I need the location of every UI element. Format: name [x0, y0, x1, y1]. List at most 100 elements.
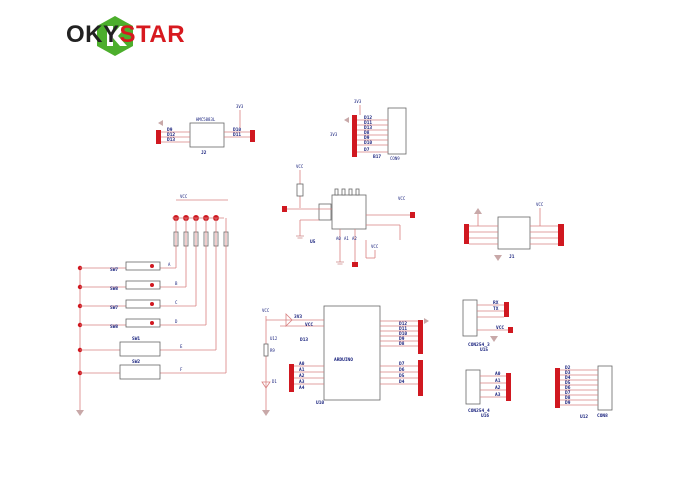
switch-1-ref: SW7 — [110, 267, 118, 273]
j2-part-label: HMC5883L — [196, 117, 216, 122]
okystar-logo — [97, 16, 133, 56]
u5-vcc-bottom: VCC — [371, 244, 379, 249]
con9-pin-d12: D12 — [364, 115, 372, 121]
arduino-pin-d5: D5 — [399, 373, 405, 379]
compass-module-j2: HMC5883L J2 D9 D12 D13 D10 D11 3V3 — [156, 104, 255, 156]
switch-net-f: F — [180, 367, 183, 372]
arduino-part-label: ARDUINO — [334, 357, 353, 363]
j1-ref-label: J1 — [509, 254, 515, 260]
con3-pin-tx: TX — [493, 306, 499, 312]
connector-j1: VCC J1 — [464, 202, 564, 261]
arduino-pin-d7: D7 — [399, 361, 405, 367]
arduino-pin-a4: A4 — [299, 385, 305, 391]
connector-con8: D2 D3 D4 D5 D6 D7 D8 D9 U12 CON8 — [555, 365, 613, 420]
arduino-pin-d4: D4 — [399, 379, 405, 385]
con4-pin-a2: A2 — [495, 385, 501, 391]
con8-pin-d9: D9 — [565, 400, 571, 406]
con3-pin-vcc: VCC — [496, 325, 504, 331]
j2-pin-d12: D12 — [167, 132, 175, 138]
con9-pin-d9: D9 — [364, 135, 370, 141]
arduino-pin-d13: D13 — [300, 337, 308, 343]
arduino-pin-a3: A3 — [299, 379, 305, 385]
con8-ref-label: U12 — [580, 414, 588, 420]
u5-pin-a2: A2 — [352, 236, 357, 241]
con8-pin-d8: D8 — [565, 395, 571, 401]
switch-5-ref: SW1 — [132, 336, 140, 342]
j2-pin-d10: D10 — [233, 127, 241, 133]
arduino-vcc-label: VCC — [262, 308, 270, 313]
con9-pin-d13: D13 — [364, 125, 372, 131]
arduino-pin-a0: A0 — [299, 361, 305, 367]
switch-net-a: A — [168, 262, 171, 267]
u5-power-label: VCC — [296, 164, 304, 169]
con8-pin-d4: D4 — [565, 375, 571, 381]
u12-ref: U12 — [270, 336, 278, 341]
brand-name-star: STAR — [119, 21, 186, 48]
con8-pin-d2: D2 — [565, 365, 571, 371]
logo-mark-icon — [97, 16, 133, 56]
arduino-pin-3v3: 3V3 — [294, 314, 302, 320]
u5-vcc-right: VCC — [398, 196, 406, 201]
connector-con254-4: A0 A1 A2 A3 CON254_4 U16 — [465, 369, 511, 419]
con8-pin-d6: D6 — [565, 385, 571, 391]
con9-conn-label: CON9 — [390, 156, 400, 161]
j2-ref-label: J2 — [201, 150, 207, 156]
resistor-ref: R9 — [270, 348, 275, 353]
arduino-board: ARDUINO U10 VCC 3V3 VCC D13 U12 R9 D1 A0… — [261, 305, 429, 416]
switch-3-ref: SW7 — [110, 305, 118, 311]
arduino-vcc-pin: VCC — [305, 322, 313, 328]
j1-power-label: VCC — [536, 202, 544, 207]
switch-4-ref: SW8 — [110, 324, 118, 330]
arduino-pin-d11: D11 — [399, 326, 407, 332]
switch-net-b: B — [175, 281, 178, 286]
switch-net-c: C — [175, 300, 178, 305]
arduino-pin-d9: D9 — [399, 336, 405, 342]
con3-pin-rx: RX — [493, 300, 499, 306]
arduino-pin-d8: D8 — [399, 341, 405, 347]
j2-pin-d11: D11 — [233, 132, 241, 138]
switch-2-ref: SW8 — [110, 286, 118, 292]
j2-pin-d13: D13 — [167, 137, 175, 143]
con9-pin-d7: D7 — [364, 147, 370, 153]
con3-conn-label: CON254_3 — [468, 342, 490, 348]
con9-ref-label: B17 — [373, 154, 381, 160]
switch-6-ref: SW2 — [132, 359, 140, 365]
con8-pin-d5: D5 — [565, 380, 571, 386]
u5-pin-a0: A0 — [336, 236, 341, 241]
j2-power-label: 3V3 — [236, 104, 244, 109]
switch-matrix: VCC SW7 — [76, 194, 229, 416]
con9-pin-d11: D11 — [364, 120, 372, 126]
con4-ref-label: U16 — [481, 413, 489, 419]
u5-ref-label: U5 — [310, 239, 316, 245]
switch-net-d: D — [175, 319, 178, 324]
sensor-chip-u5: VCC VCC VCC U5 A0 A1 A2 — [282, 164, 415, 267]
con9-pin-d8: D8 — [364, 130, 370, 136]
arduino-pin-d12: D12 — [399, 321, 407, 327]
j2-pin-d9: D9 — [167, 127, 173, 133]
switch-net-e: E — [180, 344, 183, 349]
con8-conn-label: CON8 — [597, 413, 608, 419]
con8-pin-d7: D7 — [565, 390, 571, 396]
arduino-pin-a1: A1 — [299, 367, 305, 373]
u5-pin-a1: A1 — [344, 236, 349, 241]
sw-power-label: VCC — [180, 194, 188, 199]
con4-pin-a1: A1 — [495, 378, 501, 384]
con9-power-label-2: 3V3 — [330, 132, 338, 137]
arduino-pin-a2: A2 — [299, 373, 305, 379]
brand-name-oky: OKY — [66, 21, 120, 48]
con3-ref-label: U15 — [480, 347, 488, 353]
con4-pin-a3: A3 — [495, 392, 501, 398]
con9-power-label: 3V3 — [354, 99, 362, 104]
con4-conn-label: CON254_4 — [468, 408, 490, 414]
connector-con9: D12 D11 D13 D8 D9 D10 D7 B17 CON9 3V3 3V… — [330, 99, 407, 161]
con4-pin-a0: A0 — [495, 371, 501, 377]
arduino-ref-label: U10 — [316, 400, 324, 406]
con8-pin-d3: D3 — [565, 370, 571, 376]
diode-ref: D1 — [272, 379, 277, 384]
con9-pin-d10: D10 — [364, 140, 372, 146]
arduino-pin-d10: D10 — [399, 331, 407, 337]
connector-con254-3: RX TX VCC CON254_3 U15 — [462, 299, 513, 353]
arduino-pin-d6: D6 — [399, 367, 405, 373]
brand-name: OKYSTAR — [66, 21, 185, 49]
